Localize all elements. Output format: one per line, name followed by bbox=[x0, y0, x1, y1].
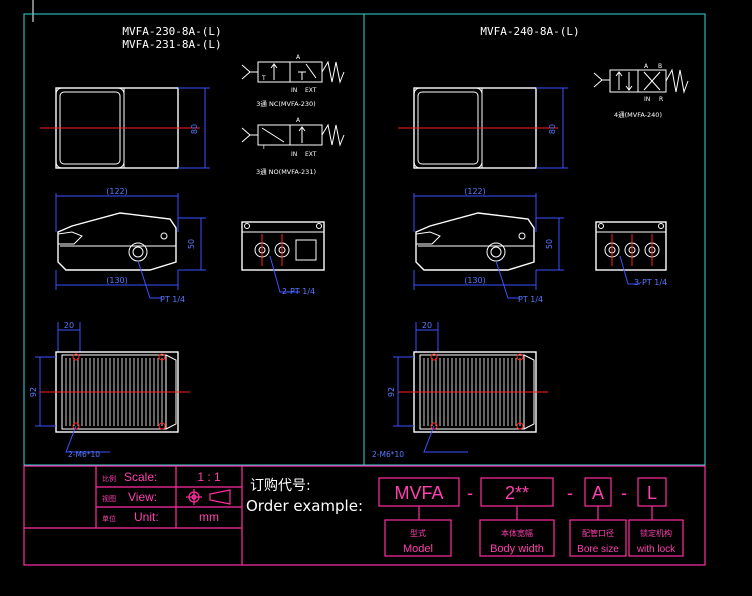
right-port-in: IN bbox=[644, 96, 650, 103]
left-screw-label: 2-M6*10 bbox=[68, 450, 100, 459]
legend-model-en: Model bbox=[403, 543, 433, 555]
left-port-t: T bbox=[261, 75, 266, 82]
scale-cn: 比例 bbox=[102, 474, 116, 483]
legend-lock-en: with lock bbox=[636, 544, 676, 555]
scale-label: Scale: bbox=[124, 470, 157, 484]
right-valve-label: 4通(MVFA-240) bbox=[614, 110, 662, 119]
right-bottom-view: 20 bbox=[372, 321, 548, 459]
view-label: View: bbox=[128, 490, 157, 504]
scale-value: 1 : 1 bbox=[197, 470, 221, 484]
left-side-view: (122) 50 (130) PT 1/4 bbox=[55, 187, 206, 304]
order-example: 订购代号: Order example: MVFA - 2** - A - L … bbox=[246, 477, 684, 557]
left-port-2pt: 2-PT 1/4 bbox=[282, 287, 315, 296]
right-side-view: (122) 50 (130) PT 1/4 bbox=[413, 187, 564, 304]
right-dim-122: (122) bbox=[464, 187, 486, 196]
right-port-r: R bbox=[659, 96, 663, 103]
left-port-a: A bbox=[296, 54, 301, 61]
unit-label: Unit: bbox=[134, 510, 159, 524]
right-top-view: 80 bbox=[398, 87, 568, 169]
right-panel: MVFA-240-8A-(L) 80 A B bbox=[372, 25, 689, 459]
right-dim-20: 20 bbox=[422, 321, 432, 330]
code-bore: A bbox=[592, 483, 604, 503]
left-title-1: MVFA-230-8A-(L) bbox=[122, 25, 221, 38]
right-port-b: B bbox=[658, 63, 662, 70]
left-port-a-2: A bbox=[296, 117, 301, 124]
right-screw-label: 2-M6*10 bbox=[372, 450, 404, 459]
left-port-t-2: T bbox=[261, 144, 266, 151]
right-end-view: 3-PT 1/4 bbox=[595, 221, 667, 287]
left-dim-80: 80 bbox=[190, 124, 199, 134]
left-valve-label-no: 3通 NO(MVFA-231) bbox=[256, 167, 316, 176]
legend-body-en: Body width bbox=[490, 543, 544, 555]
right-valve-symbol: A B IN R 4通(MVFA-240) bbox=[593, 63, 689, 119]
legend-model bbox=[384, 519, 452, 557]
unit-value: mm bbox=[199, 510, 219, 524]
code-sep-3: - bbox=[621, 483, 627, 503]
left-dim-50: 50 bbox=[187, 239, 196, 249]
legend-body bbox=[479, 519, 555, 557]
right-dim-130: (130) bbox=[464, 276, 486, 285]
legend-bore-cn: 配管口径 bbox=[582, 528, 614, 538]
left-port-in: IN bbox=[291, 87, 297, 94]
title-block: 比例 Scale: 1 : 1 视图 View: 单位 Unit: mm bbox=[23, 465, 706, 566]
legend-lock bbox=[628, 519, 684, 557]
code-model: MVFA bbox=[394, 483, 443, 503]
left-valve-symbol-nc: A IN EXT T 3通 NC(MVFA-230) bbox=[241, 54, 345, 108]
left-valve-label-nc: 3通 NC(MVFA-230) bbox=[256, 99, 315, 108]
left-dim-20: 20 bbox=[64, 321, 74, 330]
left-bottom-view: 20 bbox=[29, 321, 190, 459]
order-heading-en: Order example: bbox=[246, 497, 363, 515]
unit-cn: 单位 bbox=[102, 514, 116, 523]
order-heading-cn: 订购代号: bbox=[250, 478, 311, 494]
left-top-view: 80 bbox=[40, 87, 210, 169]
right-dim-92: 92 bbox=[387, 387, 396, 397]
projection-symbol-icon bbox=[186, 489, 231, 505]
left-end-view: 2-PT 1/4 bbox=[241, 221, 325, 296]
right-port-pt: PT 1/4 bbox=[518, 295, 543, 304]
left-panel: MVFA-230-8A-(L) MVFA-231-8A-(L) 80 bbox=[29, 25, 345, 459]
left-port-ext: EXT bbox=[305, 87, 317, 94]
code-sep-1: - bbox=[467, 483, 473, 503]
left-port-pt: PT 1/4 bbox=[160, 295, 185, 304]
legend-model-cn: 型式 bbox=[410, 528, 426, 538]
right-dim-50: 50 bbox=[545, 239, 554, 249]
code-body: 2** bbox=[505, 483, 529, 503]
left-valve-symbol-no: A IN EXT T 3通 NO(MVFA-231) bbox=[241, 117, 345, 176]
left-dim-122: (122) bbox=[106, 187, 128, 196]
left-dim-130: (130) bbox=[106, 276, 128, 285]
left-title-2: MVFA-231-8A-(L) bbox=[122, 38, 221, 51]
right-dim-80: 80 bbox=[548, 124, 557, 134]
code-sep-2: - bbox=[567, 483, 573, 503]
legend-body-cn: 本体宽幅 bbox=[501, 528, 533, 538]
left-port-ext-2: EXT bbox=[305, 151, 317, 158]
legend-lock-cn: 锁定机构 bbox=[640, 528, 672, 538]
legend-bore-en: Bore size bbox=[577, 544, 619, 555]
right-title: MVFA-240-8A-(L) bbox=[480, 25, 579, 38]
legend-bore bbox=[569, 519, 627, 557]
left-dim-92: 92 bbox=[29, 387, 38, 397]
right-port-3pt: 3-PT 1/4 bbox=[634, 278, 667, 287]
code-lock: L bbox=[647, 483, 657, 503]
left-port-in-2: IN bbox=[291, 151, 297, 158]
view-cn: 视图 bbox=[102, 494, 116, 503]
right-port-a: A bbox=[644, 63, 649, 70]
